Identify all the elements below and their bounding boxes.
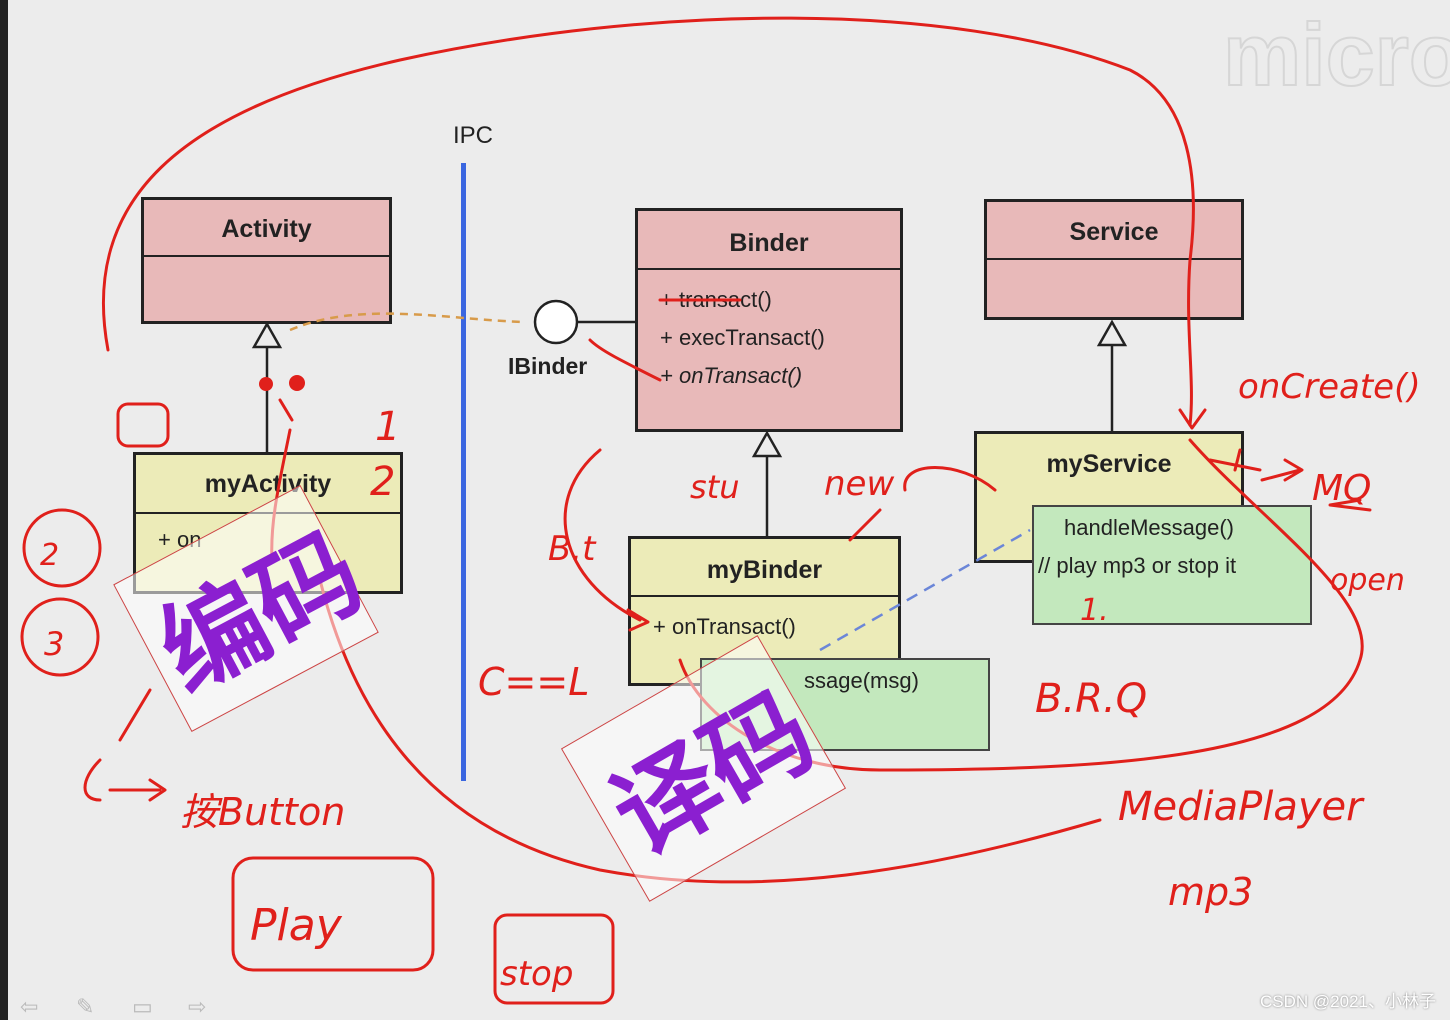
ipc-divider-line xyxy=(461,163,466,781)
ink-arrow-mybinder xyxy=(848,466,997,542)
ink-play: Play xyxy=(250,900,343,951)
note-dashed-link xyxy=(819,528,1031,652)
mybinder-method-ontransact: + onTransact() xyxy=(653,614,796,639)
ink-myservice-arrow xyxy=(1208,448,1262,472)
ink-stu: stu xyxy=(690,468,740,506)
ink-new: new xyxy=(824,464,894,504)
ibinder-lollipop-circle xyxy=(533,299,579,345)
svg-text:micro: micro xyxy=(1223,10,1450,104)
myactivity-title: myActivity xyxy=(204,470,332,498)
ink-bit: B.t xyxy=(548,529,597,569)
ink-arrow-handle xyxy=(1328,498,1372,512)
ink-big-loop-top xyxy=(102,16,1195,427)
service-title: Service xyxy=(1069,218,1159,246)
ink-c-eq-l: C==L xyxy=(478,660,589,704)
ink-tag-box xyxy=(116,402,170,448)
ink-arrow-mq xyxy=(1260,458,1304,482)
back-icon[interactable]: ⇦ xyxy=(20,994,39,1019)
inherit-arrow-activity xyxy=(251,321,283,349)
slide-toolbar: ⇦ ✎ ▭ ⇨ xyxy=(20,996,216,1020)
myservice-note: handleMessage() // play mp3 or stop it xyxy=(1032,505,1312,625)
service-separator xyxy=(987,258,1241,260)
ipc-label: IPC xyxy=(453,122,494,149)
realization-dashed-arrow xyxy=(289,312,526,332)
mybinder-title: myBinder xyxy=(706,556,823,584)
ink-num-1b: 1. xyxy=(1080,593,1109,628)
binder-separator xyxy=(638,268,900,270)
ink-arrow-button xyxy=(83,688,167,802)
mybinder-note-text: ssage(msg) xyxy=(804,668,919,693)
ink-loop-bottom xyxy=(318,578,1102,884)
ink-open: open xyxy=(1330,563,1405,598)
binder-class: Binder + transact() + execTransact() + o… xyxy=(635,208,903,432)
ink-stop: stop xyxy=(500,954,573,994)
ink-num-3: 3 xyxy=(44,625,64,663)
footer-credit: CSDN @2021、小林子 xyxy=(1260,992,1436,1011)
ink-brq: B.R.Q xyxy=(1035,676,1147,722)
service-class: Service xyxy=(984,199,1244,320)
ink-words: onCreate() MQ open new stu B.t C==L B.R.… xyxy=(40,367,1421,994)
ink-arrow-bit xyxy=(563,448,650,632)
pen-icon[interactable]: ✎ xyxy=(76,994,95,1019)
myservice-note-line2: // play mp3 or stop it xyxy=(1038,553,1237,578)
activity-title: Activity xyxy=(221,215,312,243)
ink-mq: MQ xyxy=(1312,468,1371,509)
ink-mediaplayer: MediaPlayer xyxy=(1118,784,1365,830)
ink-mp3: mp3 xyxy=(1168,870,1253,914)
binder-title: Binder xyxy=(729,229,809,257)
ink-play-box xyxy=(231,856,435,972)
ink-circle-3 xyxy=(20,597,100,677)
forward-icon[interactable]: ⇨ xyxy=(188,994,207,1019)
ibinder-label: IBinder xyxy=(508,353,588,379)
ink-dot-2 xyxy=(289,375,305,391)
ink-num-2b: 2 xyxy=(370,459,395,505)
ink-arrow-head-top xyxy=(1178,408,1207,430)
ink-num-2: 2 xyxy=(40,538,59,573)
myservice-note-line1: handleMessage() xyxy=(1064,515,1234,540)
window-left-edge xyxy=(0,0,8,1020)
ink-circle-2 xyxy=(22,508,102,588)
inherit-arrow-binder xyxy=(751,430,783,458)
ink-stop-box xyxy=(493,913,615,1005)
binder-method-exectransact: + execTransact() xyxy=(660,325,825,350)
ink-button: 按Button xyxy=(180,790,345,834)
mybinder-separator xyxy=(631,595,898,597)
myservice-title: myService xyxy=(1046,450,1172,478)
ink-arrow-ontransact xyxy=(588,338,662,382)
activity-separator xyxy=(144,255,389,257)
slides-icon[interactable]: ▭ xyxy=(132,994,153,1019)
ink-oncreate: onCreate() xyxy=(1238,367,1421,407)
logo-watermark: micro xyxy=(1222,10,1450,105)
inherit-arrow-service xyxy=(1096,319,1128,347)
binder-method-ontransact: + onTransact() xyxy=(660,363,803,388)
activity-class: Activity xyxy=(141,197,392,324)
ink-num-1: 1 xyxy=(375,404,400,450)
ink-dot-1 xyxy=(259,377,273,391)
